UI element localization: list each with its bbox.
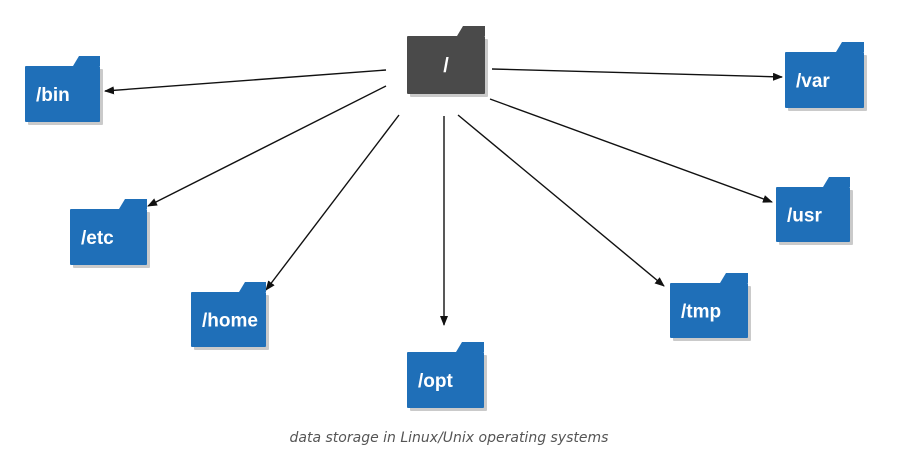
folder-etc-icon: /etc [70, 199, 150, 268]
folder-tmp-icon: /tmp [670, 273, 751, 341]
arrow-root-to-bin [104, 69, 387, 95]
arrow-root-to-tmp [457, 114, 665, 287]
folder-opt-label: /opt [418, 371, 453, 392]
folder-tab [119, 199, 147, 209]
folder-body [191, 292, 266, 347]
folder-body [25, 66, 100, 122]
folder-bin-icon: /bin [25, 56, 103, 125]
folder-body [70, 209, 147, 265]
arrow-root-to-home [265, 114, 400, 291]
folder-opt-icon: /opt [407, 342, 487, 411]
arrow-root-to-usr [489, 98, 773, 203]
folder-home-icon: /home [191, 282, 269, 350]
arrow-root-to-var [491, 68, 783, 81]
folder-tab [720, 273, 748, 283]
arrows-layer [104, 68, 783, 326]
folder-var-label: /var [796, 71, 830, 92]
root-folder-icon: / [407, 26, 488, 97]
folder-tab [457, 26, 485, 36]
folder-tab [823, 177, 850, 187]
folder-home-label: /home [202, 311, 258, 332]
folder-tmp-label: /tmp [681, 302, 721, 323]
folder-etc-label: /etc [81, 228, 114, 249]
folder-body [785, 52, 864, 108]
folder-tab [836, 42, 864, 52]
root-folder-label: / [443, 55, 449, 77]
folder-tab [239, 282, 266, 292]
arrow-root-to-etc [147, 85, 387, 207]
folder-usr-label: /usr [787, 206, 822, 227]
folder-tab [73, 56, 100, 66]
folder-body [407, 352, 484, 408]
folder-body [776, 187, 850, 242]
folders-layer: / /bin/etc/home/opt/tmp/usr/var [25, 26, 867, 411]
folder-bin-label: /bin [36, 85, 70, 106]
folder-body [407, 36, 485, 94]
diagram-caption: data storage in Linux/Unix operating sys… [289, 430, 609, 446]
folder-usr-icon: /usr [776, 177, 853, 245]
folder-var-icon: /var [785, 42, 867, 111]
folder-body [670, 283, 748, 338]
folder-tab [456, 342, 484, 352]
